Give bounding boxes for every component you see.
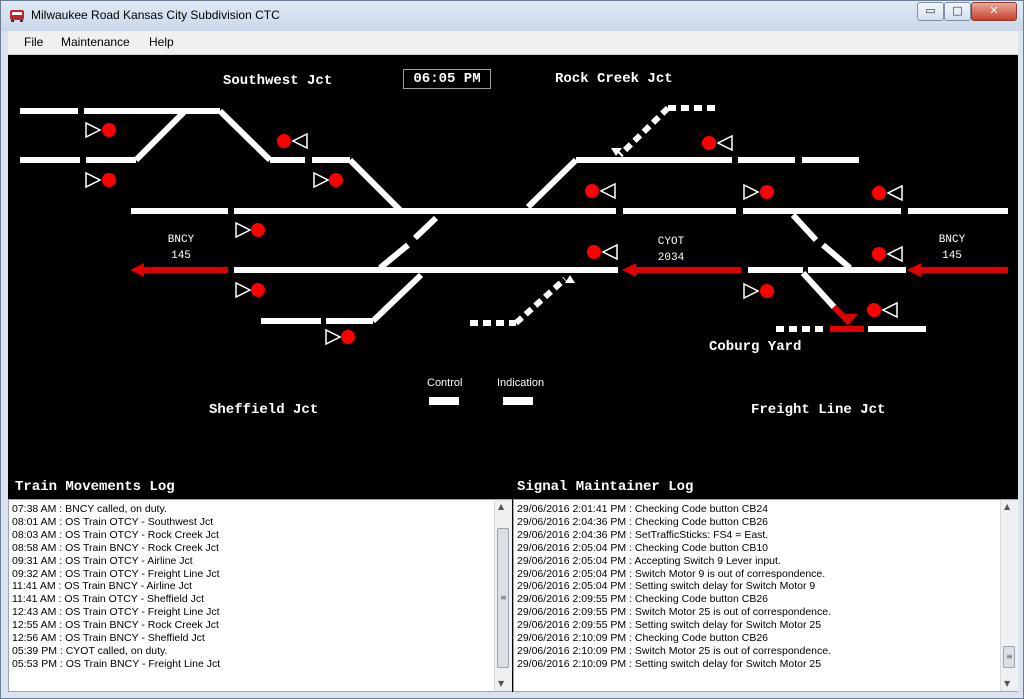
rock-creek-jct-label: Rock Creek Jct [555,71,673,87]
southwest-jct-label: Southwest Jct [223,73,333,89]
log-line: 29/06/2016 2:09:55 PM : Switch Motor 25 … [517,606,832,619]
log-line: 08:58 AM : OS Train BNCY - Rock Creek Jc… [12,541,219,554]
signal-icon[interactable] [702,134,733,152]
signal-icon[interactable] [743,282,774,300]
legend-control-label: Control [427,377,463,389]
coburg-yard-label: Coburg Yard [709,339,802,355]
signal-icon[interactable] [235,221,265,239]
freight-line-jct-label: Freight Line Jct [751,402,886,418]
log-line: 29/06/2016 2:09:55 PM : Checking Code bu… [517,593,769,606]
minimize-button[interactable]: ▭ [917,2,944,21]
log-line: 29/06/2016 2:09:55 PM : Setting switch d… [517,619,822,632]
signals [85,121,903,346]
close-button[interactable]: ✕ [971,2,1017,21]
menu-file[interactable]: File [24,35,44,49]
switch-marker-icon [611,148,622,156]
minimize-icon: ▭ [925,4,936,17]
signal-icon[interactable] [85,121,116,139]
scroll-up-icon[interactable]: ▲ [498,502,505,511]
log-line: 29/06/2016 2:04:36 PM : Checking Code bu… [517,515,769,528]
scroll-thumb[interactable]: ≡ [1003,646,1015,668]
log-line: 29/06/2016 2:05:04 PM : Accepting Switch… [517,554,781,567]
maint-log-title: Signal Maintainer Log [517,479,694,495]
title-bar[interactable]: Milwaukee Road Kansas City Subdivision C… [1,1,1023,31]
train-log-title: Train Movements Log [15,479,175,495]
signal-icon[interactable] [277,132,308,150]
switch-markers [565,148,622,283]
maximize-icon: □ [952,4,963,17]
track-diagram [20,105,1008,346]
log-line: 29/06/2016 2:04:36 PM : SetTrafficSticks… [517,528,769,541]
log-line: 29/06/2016 2:05:04 PM : Switch Motor 9 i… [517,567,826,580]
train-tag[interactable]: BNCY 145 [156,232,206,264]
log-line: 07:38 AM : BNCY called, on duty. [12,503,167,515]
log-line: 09:32 AM : OS Train OTCY - Freight Line … [12,567,220,580]
train-number: 145 [942,250,962,262]
train-tag[interactable]: BNCY 145 [927,232,977,264]
train-number: 145 [171,250,191,262]
dotted-tracks [470,105,828,332]
legend-indication-label: Indication [497,377,545,389]
log-line: 11:41 AM : OS Train OTCY - Sheffield Jct [12,593,204,606]
clock-display: 06:05 PM [403,69,491,89]
signal-icon[interactable] [872,184,903,202]
maximize-button[interactable]: □ [944,2,971,21]
scroll-down-icon[interactable]: ▼ [498,679,505,688]
scroll-up-icon[interactable]: ▲ [1004,502,1011,511]
occupied-track-segments [130,263,1008,332]
legend-control-swatch [429,397,459,405]
signal-icon[interactable] [235,281,265,299]
legend-indication-swatch [503,397,533,405]
scroll-thumb[interactable]: ≡ [497,528,509,668]
menu-maintenance[interactable]: Maintenance [61,35,130,49]
log-line: 09:31 AM : OS Train OTCY - Airline Jct [12,554,193,567]
log-line: 12:43 AM : OS Train OTCY - Freight Line … [12,606,220,619]
close-icon: ✕ [989,4,999,17]
maint-log-box[interactable]: 29/06/2016 2:01:41 PM : Checking Code bu… [513,499,1018,692]
train-log-scrollbar[interactable]: ▲ ≡ ▼ [494,500,512,691]
log-line: 29/06/2016 2:05:04 PM : Setting switch d… [517,580,816,593]
window-title: Milwaukee Road Kansas City Subdivision C… [31,8,280,22]
log-line: 12:55 AM : OS Train BNCY - Rock Creek Jc… [12,619,219,632]
signal-icon[interactable] [872,245,903,263]
sheffield-jct-label: Sheffield Jct [209,402,319,418]
signal-icon[interactable] [313,171,343,189]
train-number: 2034 [657,252,685,264]
signal-icon[interactable] [587,243,618,261]
train-log-lines: 07:38 AM : BNCY called, on duty. 08:01 A… [12,503,220,671]
signal-icon[interactable] [85,171,116,189]
train-log-box[interactable]: 07:38 AM : BNCY called, on duty. 08:01 A… [8,499,512,692]
log-line: 29/06/2016 2:10:09 PM : Checking Code bu… [517,632,769,645]
log-line: 05:39 PM : CYOT called, on duty. [12,644,168,657]
log-line: 29/06/2016 2:10:09 PM : Switch Motor 25 … [517,644,832,657]
train-id: CYOT [657,236,685,248]
app-icon [10,10,24,22]
log-line: 29/06/2016 2:10:09 PM : Setting switch d… [517,657,822,670]
signal-icon[interactable] [325,328,355,346]
train-id: BNCY [167,234,195,246]
log-line: 11:41 AM : OS Train BNCY - Airline Jct [12,580,192,593]
signal-icon[interactable] [867,301,898,319]
grip-icon: ≡ [500,593,507,602]
switch-marker-icon [565,275,575,283]
log-line: 08:01 AM : OS Train OTCY - Southwest Jct [12,515,214,528]
log-line: 12:56 AM : OS Train BNCY - Sheffield Jct [12,632,205,645]
train-id: BNCY [938,234,966,246]
log-line: 08:03 AM : OS Train OTCY - Rock Creek Jc… [12,528,219,541]
track-segments [20,108,1008,332]
grip-icon: ≡ [1006,652,1013,661]
log-line: 05:53 PM : OS Train BNCY - Freight Line … [12,657,221,670]
log-line: 29/06/2016 2:01:41 PM : Checking Code bu… [517,503,769,515]
log-line: 29/06/2016 2:05:04 PM : Checking Code bu… [517,541,769,554]
maint-log-lines: 29/06/2016 2:01:41 PM : Checking Code bu… [517,503,831,671]
menu-bar: File Maintenance Help [8,31,1018,55]
signal-icon[interactable] [585,182,616,200]
ctc-panel: Southwest Jct 06:05 PM Rock Creek Jct Sh… [8,55,1018,692]
train-tag[interactable]: CYOT 2034 [646,234,696,266]
signal-icon[interactable] [743,183,774,201]
maint-log-scrollbar[interactable]: ▲ ≡ ▼ [1000,500,1018,691]
scroll-down-icon[interactable]: ▼ [1004,679,1011,688]
menu-help[interactable]: Help [149,35,174,49]
